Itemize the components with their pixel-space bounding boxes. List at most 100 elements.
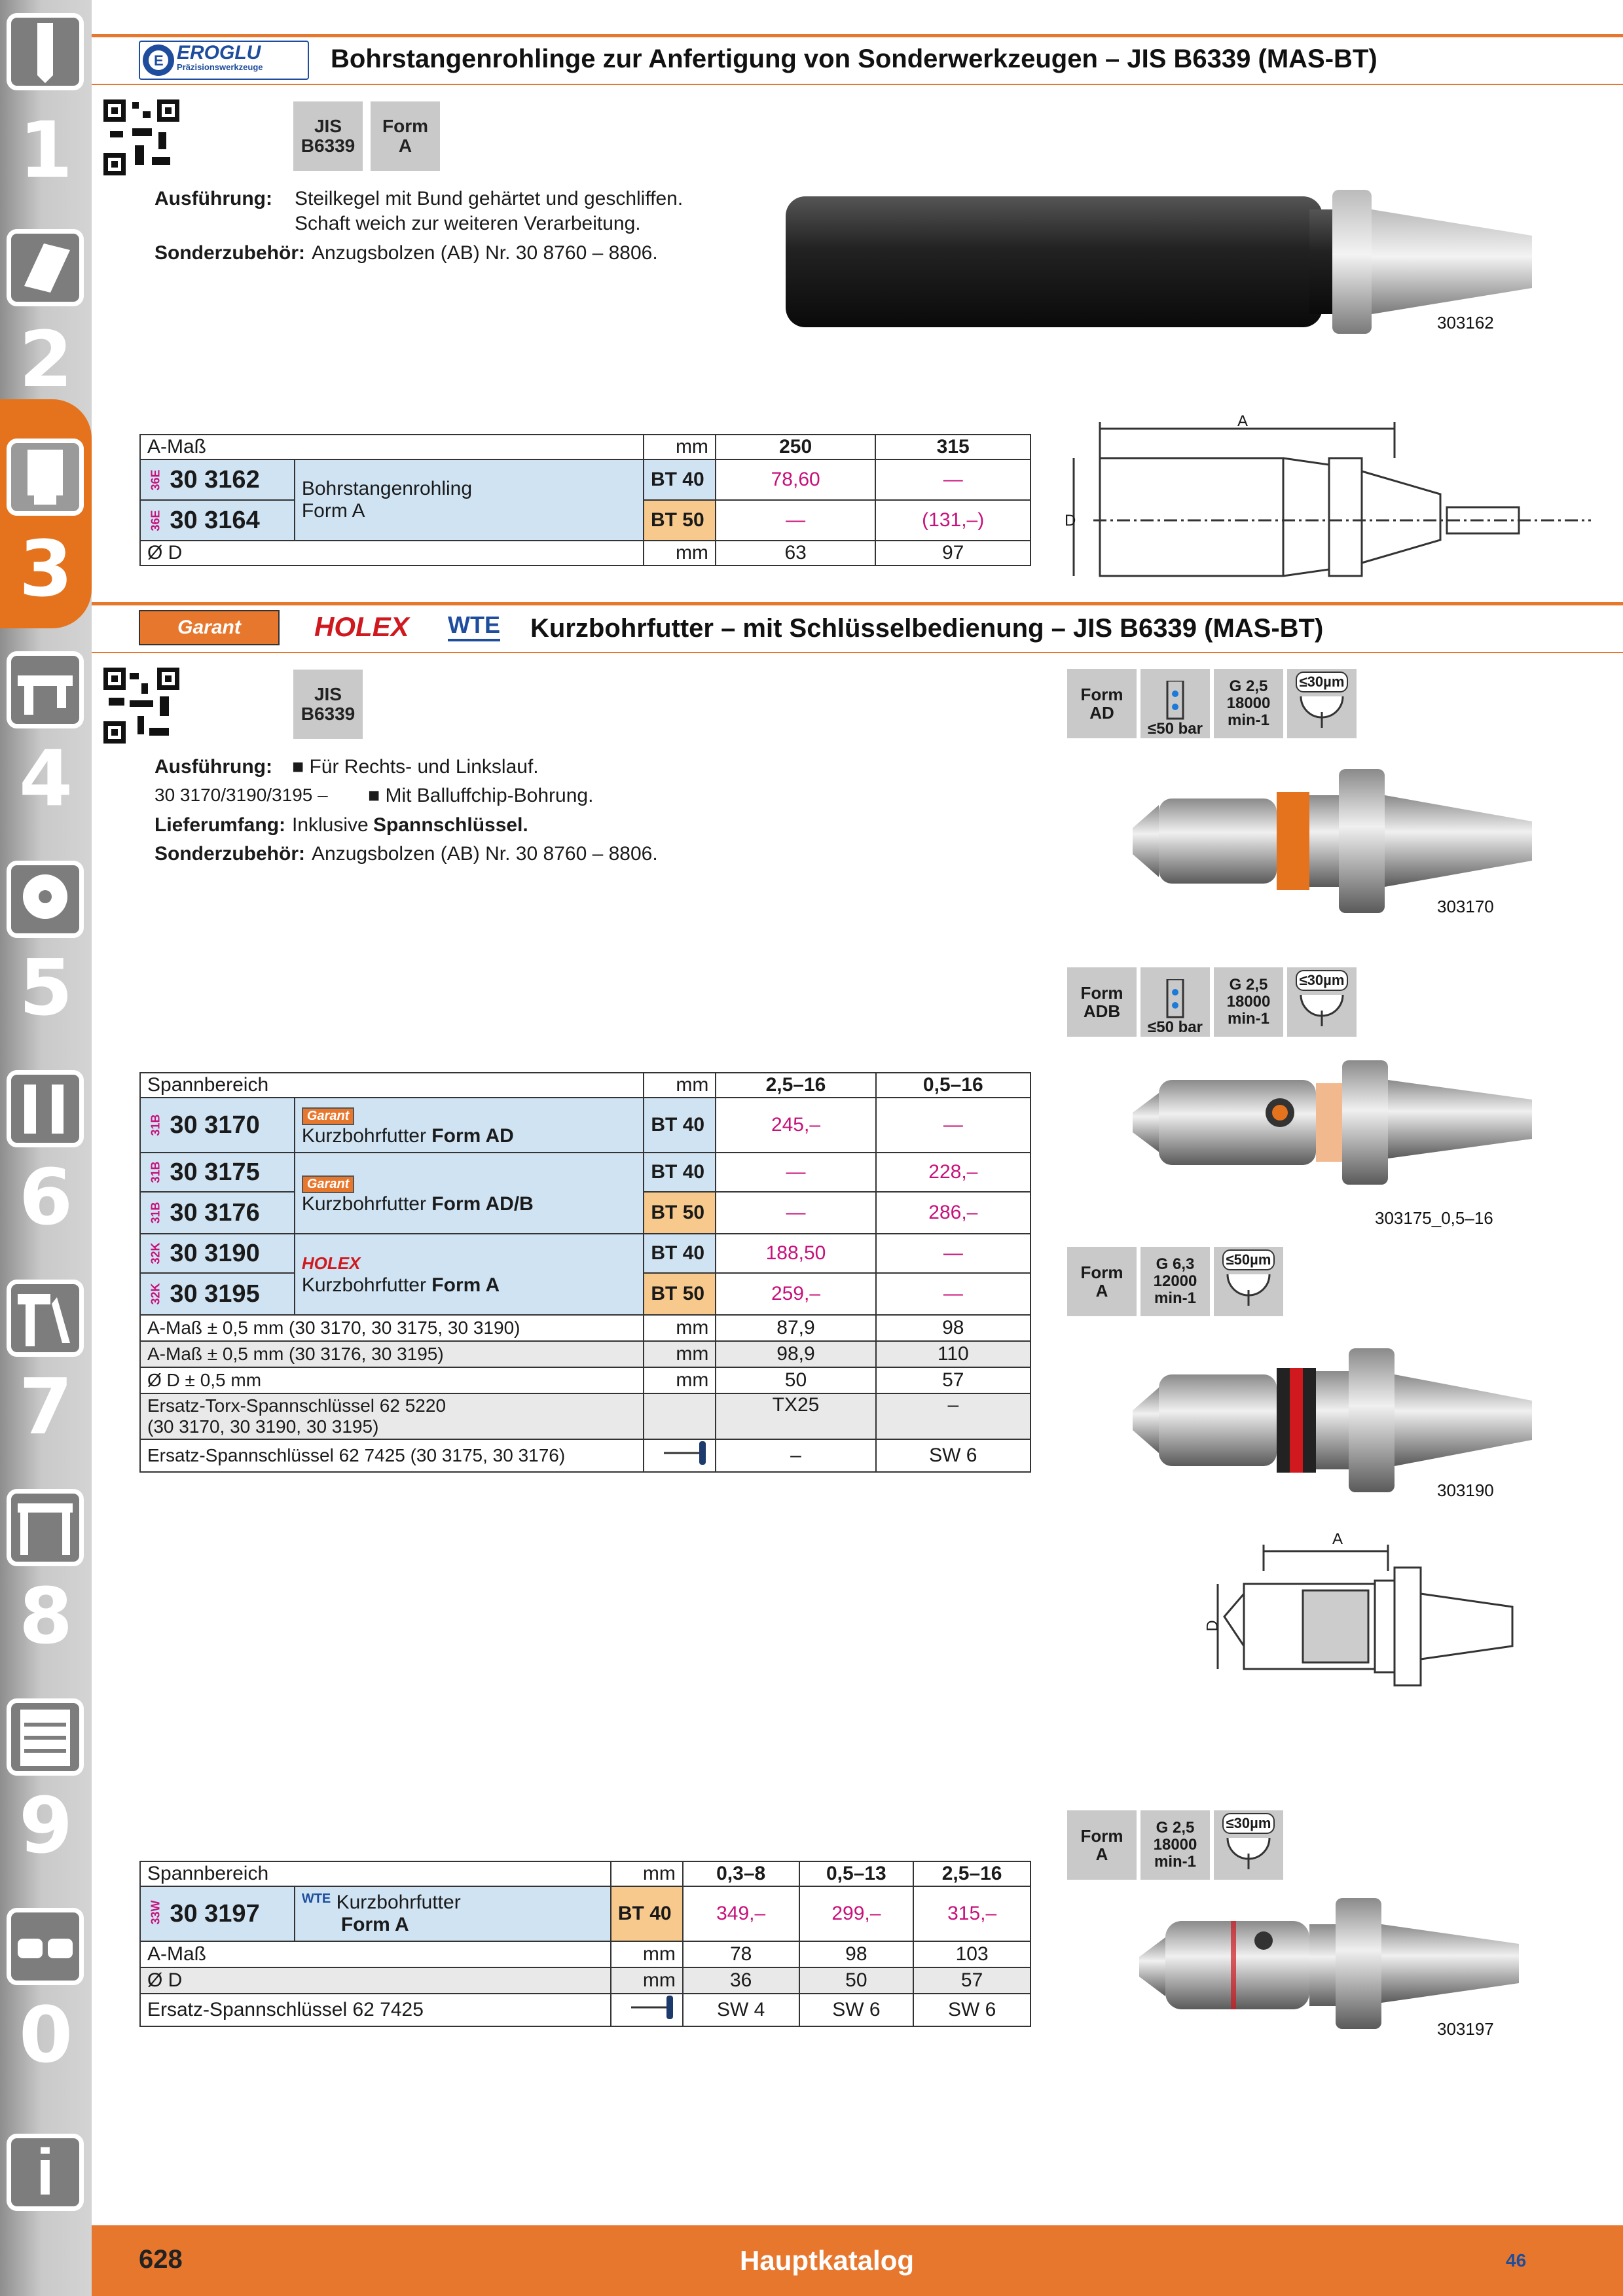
section2-title: Kurzbohrfutter – mit Schlüsselbedienung …	[530, 614, 1324, 643]
lieferumfang-text-1: Inklusive	[292, 814, 369, 836]
footer-value: 103	[913, 1941, 1031, 1968]
article-cell[interactable]: 31B 30 3175	[139, 1152, 295, 1193]
footer-label: Ø D ± 0,5 mm	[139, 1367, 645, 1394]
catalog-title: Hauptkatalog	[740, 2245, 915, 2276]
ausfuehrung-text: ■ Für Rechts- und Linkslauf.	[292, 756, 539, 778]
drill-icon[interactable]	[7, 13, 84, 90]
footer-value: 110	[875, 1340, 1032, 1368]
price-cell: 299,–	[798, 1886, 915, 1942]
kurzbohrfutter-adb-image	[1133, 1060, 1532, 1185]
chapter-number-9[interactable]: 9	[18, 1780, 73, 1871]
garant-mini-logo: Garant	[301, 1107, 355, 1125]
description-line-1: Bohrstangenrohling	[301, 478, 473, 499]
holex-mini-logo: HOLEX	[301, 1253, 361, 1273]
table-kurzbohrfutter: Spannbereich mm 2,5–16 0,5–16 31B 30 317…	[139, 1072, 1032, 1473]
description-form: Form A	[340, 1914, 409, 1935]
coolant-drop-icon	[1166, 681, 1184, 720]
chapter-number-8[interactable]: 8	[18, 1571, 73, 1661]
article-cell[interactable]: 33W 30 3197	[139, 1886, 295, 1942]
description-form: Form AD	[431, 1125, 514, 1147]
dim-label-a: A	[1237, 412, 1249, 430]
chapter-number-1[interactable]: 1	[18, 105, 73, 195]
description-line-2: Form A	[301, 500, 365, 522]
article-cell[interactable]: 32K 30 3195	[139, 1272, 295, 1316]
chapter-number-7[interactable]: 7	[18, 1361, 73, 1452]
footer-label: A-Maß ± 0,5 mm (30 3176, 30 3195)	[139, 1340, 645, 1368]
article-number[interactable]: 30 3197	[170, 1899, 260, 1928]
price-cell: 349,–	[682, 1886, 800, 1942]
grinding-disc-icon[interactable]	[7, 861, 84, 938]
taper-cell: BT 40	[643, 1152, 717, 1193]
qr-code-2[interactable]	[103, 668, 179, 744]
table-row[interactable]: 31B 30 3176 BT 50 — 286,–	[139, 1191, 1032, 1234]
chapter-number-4[interactable]: 4	[18, 733, 73, 823]
caliper-icon[interactable]	[7, 651, 84, 728]
chapter-sidebar: 1 2 3 4 5 6 7 8 9 0 i	[0, 0, 92, 2296]
chapter-number-6[interactable]: 6	[18, 1152, 73, 1242]
footer-value: 57	[913, 1967, 1031, 1994]
dimension-drawing-2	[1216, 1545, 1514, 1687]
index-code: 36E	[149, 469, 162, 491]
wte-mini-logo: WTE	[301, 1892, 331, 1906]
eroglu-logo-mark: E	[143, 45, 174, 76]
article-number[interactable]: 30 3164	[170, 506, 260, 534]
article-cell[interactable]: 31B 30 3170	[139, 1097, 295, 1153]
holder-icon[interactable]	[7, 439, 84, 516]
article-cell[interactable]: 32K 30 3190	[139, 1233, 295, 1274]
runout-text: ≤30µm	[1222, 1813, 1275, 1834]
article-number[interactable]: 30 3190	[170, 1239, 260, 1267]
footer-value: 97	[875, 540, 1031, 566]
runout-gauge-icon	[1226, 1837, 1271, 1869]
article-number[interactable]: 30 3176	[170, 1198, 260, 1227]
ausfuehrung-label: Ausführung:	[155, 756, 272, 778]
pliers-icon[interactable]	[7, 1280, 84, 1357]
runout-icon: ≤30µm	[1287, 967, 1357, 1037]
picto-line: Form	[1080, 1826, 1123, 1846]
sonderzubehoer-label: Sonderzubehör:	[155, 242, 305, 264]
wrench-icon[interactable]	[7, 1070, 84, 1147]
article-number[interactable]: 30 3170	[170, 1111, 260, 1139]
table-row[interactable]: 32K 30 3195 BT 50 259,– —	[139, 1272, 1032, 1316]
article-number[interactable]: 30 3175	[170, 1158, 260, 1186]
footer-label-line-2: (30 3170, 30 3190, 30 3195)	[147, 1416, 379, 1437]
table-footer-row: A-Maß ± 0,5 mm (30 3170, 30 3175, 30 319…	[139, 1314, 1032, 1342]
chapter-number-5[interactable]: 5	[18, 942, 73, 1033]
footer-label: Ø D	[139, 1967, 611, 1994]
footer-value: 50	[715, 1367, 877, 1394]
article-cell[interactable]: 36E 30 3164	[139, 499, 295, 541]
chapter-number-3[interactable]: 3	[18, 524, 73, 614]
price-cell: 286,–	[875, 1191, 1032, 1234]
insert-icon[interactable]	[7, 229, 84, 306]
chapter-number-0[interactable]: 0	[18, 1990, 73, 2080]
table-row[interactable]: 36E 30 3164 BT 50 — (131,–)	[139, 499, 1031, 541]
tool-cabinet-icon[interactable]	[7, 1698, 84, 1776]
article-number[interactable]: 30 3195	[170, 1280, 260, 1308]
dim-label-d: D	[1203, 1620, 1222, 1632]
price-cell: —	[715, 1191, 877, 1234]
picto-line: min-1	[1154, 1853, 1196, 1871]
workbench-icon[interactable]	[7, 1489, 84, 1566]
qr-code-1[interactable]	[103, 99, 179, 175]
table-footer-row: Ø D mm 36 50 57	[139, 1967, 1031, 1994]
section2-top-line	[92, 602, 1623, 605]
article-number[interactable]: 30 3162	[170, 465, 260, 493]
info-icon[interactable]: i	[7, 2134, 84, 2211]
article-cell[interactable]: 36E 30 3162	[139, 459, 295, 501]
picto-line: AD	[1089, 703, 1114, 723]
safety-glasses-icon[interactable]	[7, 1908, 84, 1985]
garant-logo: Garant	[139, 610, 280, 645]
article-cell[interactable]: 31B 30 3176	[139, 1191, 295, 1234]
taper-cell: BT 40	[643, 1233, 717, 1274]
dim-label-d: D	[1065, 512, 1076, 529]
runout-icon: ≤30µm	[1287, 669, 1357, 738]
chapter-number-2[interactable]: 2	[18, 314, 73, 404]
